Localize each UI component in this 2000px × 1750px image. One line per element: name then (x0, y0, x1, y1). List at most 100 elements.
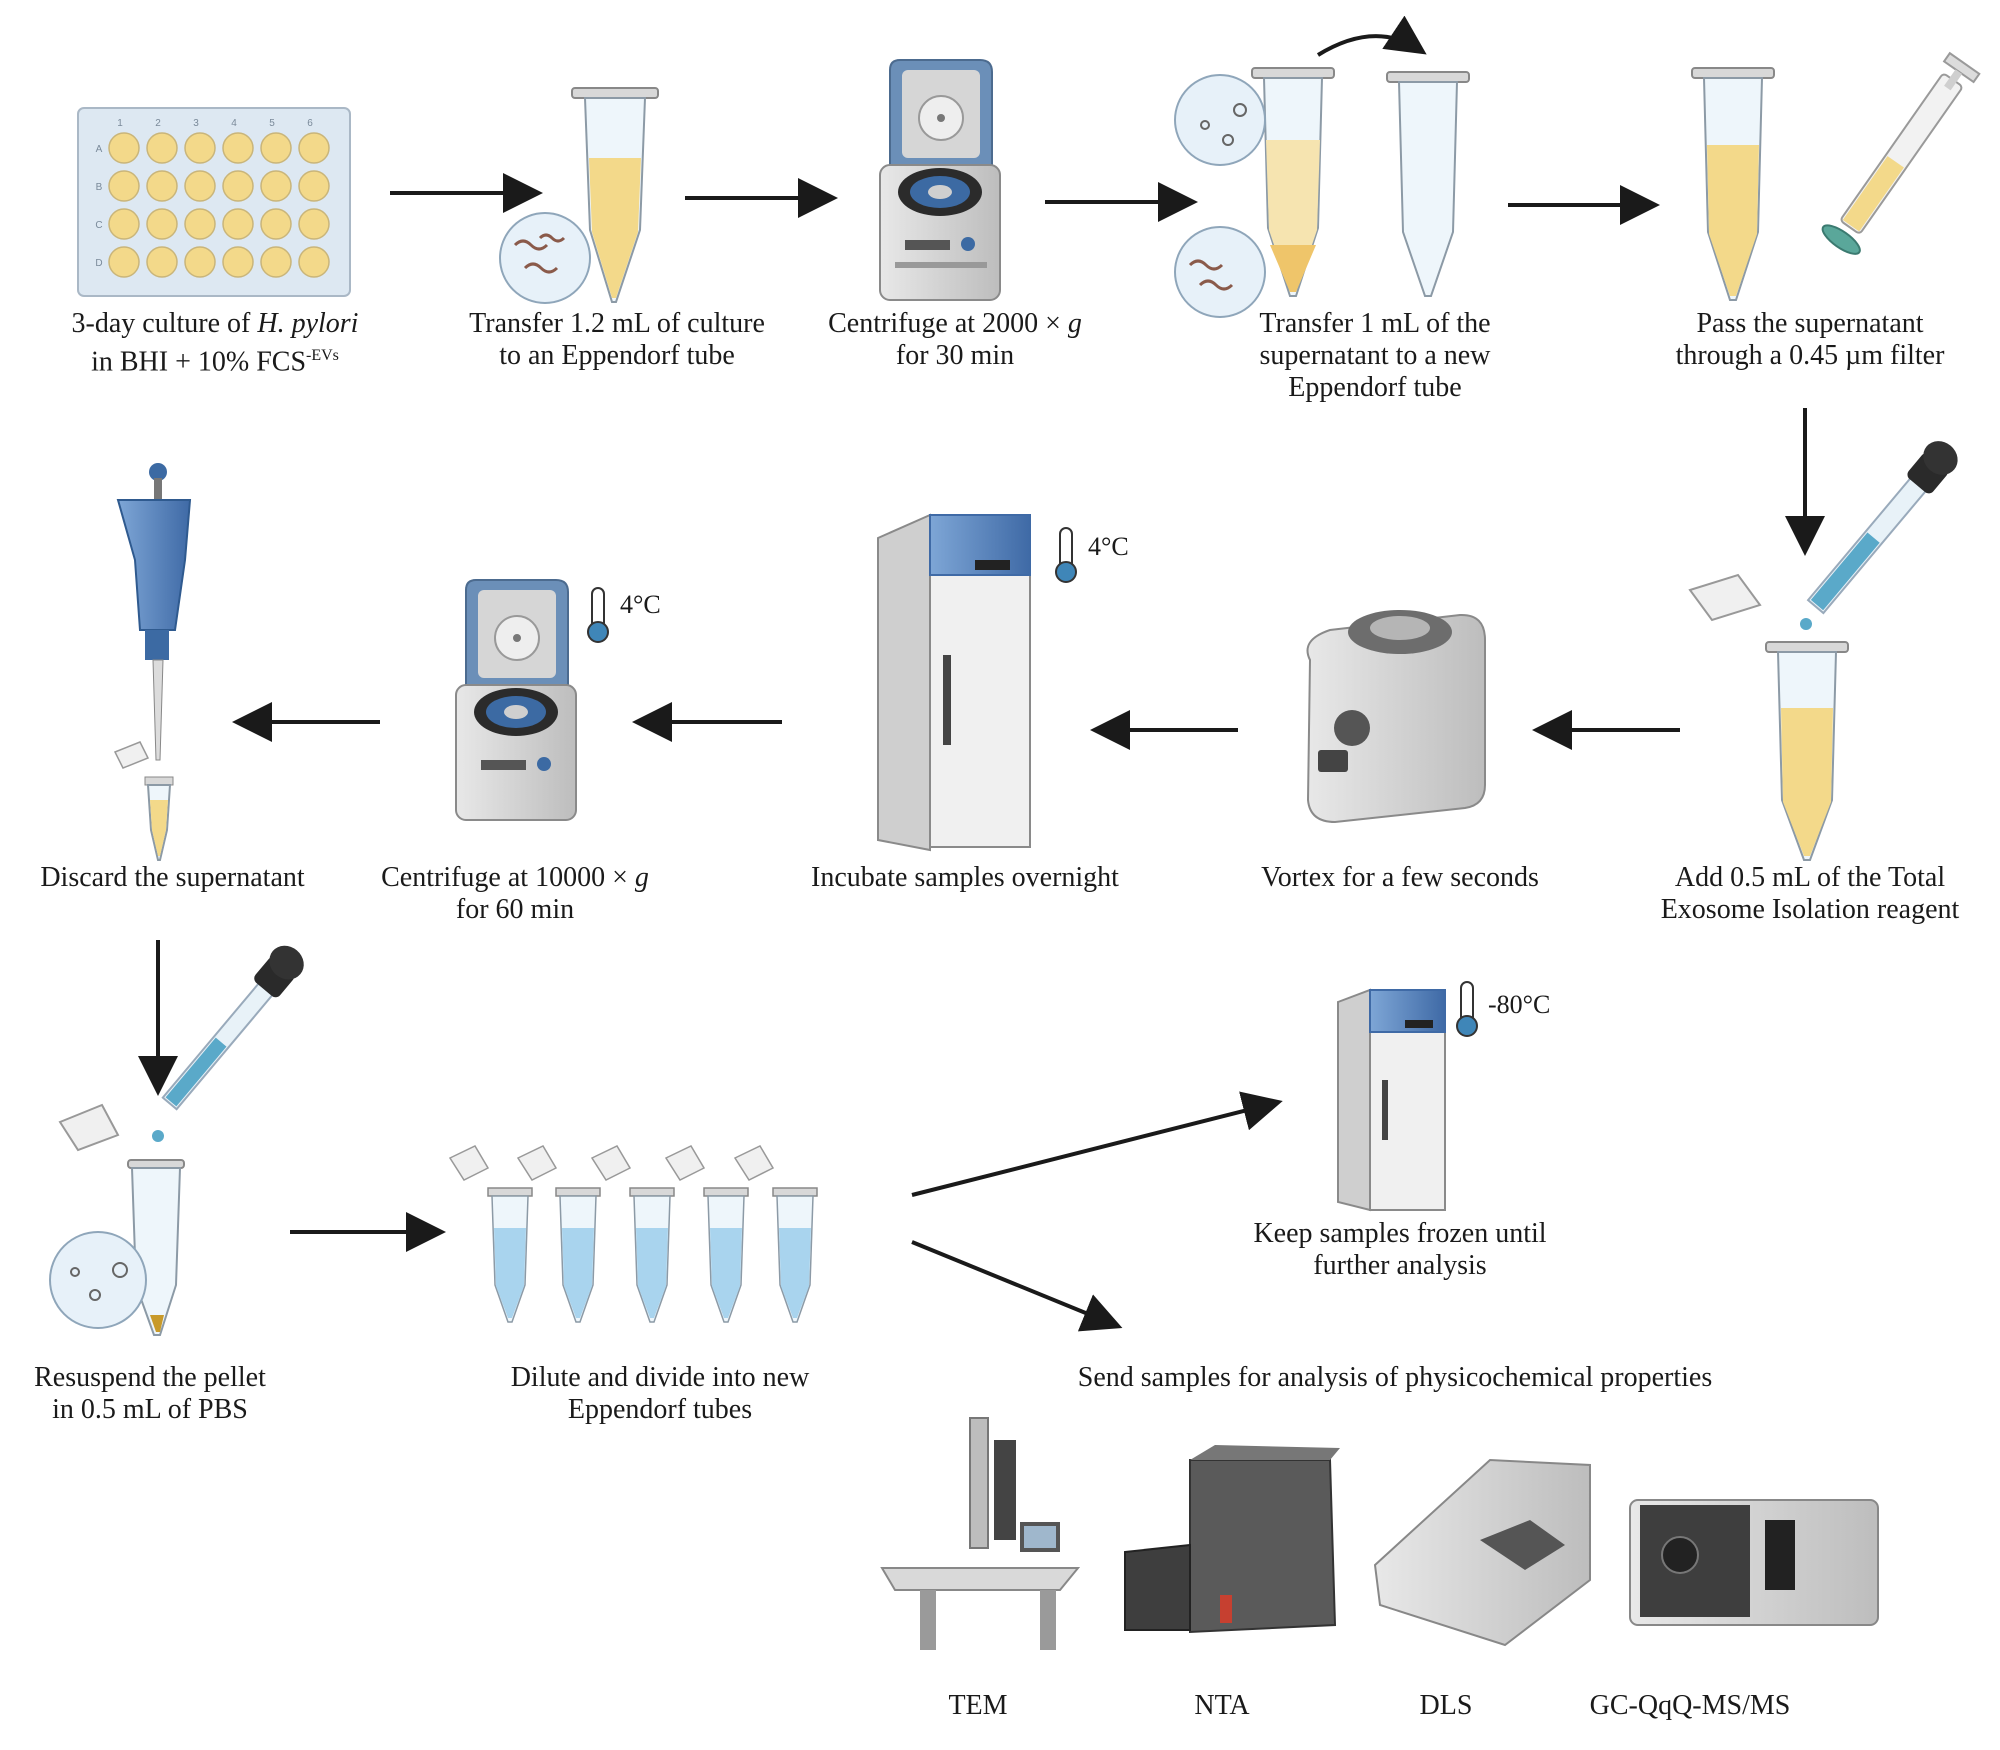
pipette-icon (113, 463, 192, 861)
well (222, 132, 254, 164)
well (260, 208, 292, 240)
caption-filter: Pass the supernatant through a 0.45 µm f… (1640, 308, 1980, 372)
instrument-label-gcms: GC-QqQ-MS/MS (1589, 1690, 1791, 1721)
arrow (911, 1091, 1283, 1197)
eppendorf-tube-icon (664, 1145, 749, 1323)
plate-col-label: 3 (193, 118, 199, 129)
caption-centrifuge-2: Centrifuge at 10000 × g for 60 min (360, 862, 670, 926)
eppendorf-tube-icon (448, 1145, 533, 1323)
well (260, 132, 292, 164)
caption-text: Eppendorf tube (1288, 372, 1462, 403)
caption-vortex: Vortex for a few seconds (1250, 862, 1550, 894)
plate-col-label: 6 (307, 118, 313, 129)
instrument-label-dls: DLS (1419, 1690, 1473, 1721)
caption-dilute: Dilute and divide into new Eppendorf tub… (495, 1362, 825, 1426)
caption-text: Transfer 1.2 mL of culture (469, 308, 765, 339)
caption-sup: -EVs (306, 347, 339, 364)
eppendorf-tube-icon (590, 1145, 675, 1323)
pbs-tube-icon (49, 945, 304, 1336)
fridge-icon (877, 513, 1031, 852)
caption-incubate: Incubate samples overnight (800, 862, 1130, 894)
caption-transfer: Transfer 1.2 mL of culture to an Eppendo… (462, 308, 772, 372)
plate-row-label: A (96, 144, 103, 155)
gc-ms-icon (1629, 1499, 1879, 1626)
centrifuge-icon-2 (455, 579, 577, 821)
transfer-tubes-icon (1174, 15, 1470, 318)
eppendorf-tube-icon (516, 1145, 601, 1323)
caption-text: Centrifuge at 10000 × (381, 862, 635, 893)
well (222, 246, 254, 278)
well (108, 208, 140, 240)
caption-text: for 30 min (895, 340, 1015, 371)
caption-italic: g (1067, 308, 1082, 339)
well (108, 170, 140, 202)
plate-row-label: D (95, 258, 102, 269)
culture-tube-icon (499, 87, 659, 304)
caption-text: Centrifuge at 2000 × (828, 308, 1068, 339)
thermometer-icon-3 (1456, 981, 1478, 1037)
caption-frozen: Keep samples frozen until further analys… (1235, 1218, 1565, 1282)
centrifuge-icon (879, 59, 1001, 301)
caption-text: Discard the supernatant (40, 862, 305, 893)
thermometer-icon-2 (587, 587, 609, 643)
well (260, 170, 292, 202)
reagent-tube-icon (1688, 441, 1958, 861)
caption-discard: Discard the supernatant (20, 862, 325, 894)
caption-text: Send samples for analysis of physicochem… (1077, 1362, 1713, 1393)
caption-text: Keep samples frozen until (1253, 1218, 1547, 1249)
nta-icon (1124, 1445, 1340, 1634)
caption-italic: H. pylori (257, 308, 359, 339)
caption-text: 3-day culture of (71, 308, 258, 339)
caption-text: further analysis (1313, 1250, 1487, 1281)
plate-col-label: 2 (155, 118, 161, 129)
well (146, 246, 178, 278)
caption-text: Add 0.5 mL of the Total (1674, 862, 1946, 893)
tem-icon (880, 1417, 1081, 1650)
caption-text: Vortex for a few seconds (1261, 862, 1539, 893)
instrument-label-nta: NTA (1194, 1690, 1250, 1721)
caption-text: in BHI + 10% FCS (91, 346, 307, 378)
well (222, 170, 254, 202)
arrow (911, 1240, 1123, 1332)
caption-text: Incubate samples overnight (811, 862, 1119, 893)
plate-row-label: C (95, 220, 102, 231)
dls-icon (1373, 1458, 1591, 1647)
caption-italic: g (634, 862, 649, 893)
well (108, 132, 140, 164)
plate-col-label: 5 (269, 118, 275, 129)
temperature-centrifuge: 4°C (620, 590, 661, 619)
temperature-incubate: 4°C (1088, 532, 1129, 561)
well (146, 132, 178, 164)
well (184, 170, 216, 202)
caption-text: Eppendorf tubes (567, 1394, 753, 1425)
vortex-icon (1306, 610, 1486, 824)
well (298, 246, 330, 278)
temperature-freezer: -80°C (1488, 990, 1551, 1019)
caption-supernatant: Transfer 1 mL of the supernatant to a ne… (1210, 308, 1540, 404)
caption-centrifuge-1: Centrifuge at 2000 × g for 30 min (800, 308, 1110, 372)
well (298, 132, 330, 164)
well (146, 170, 178, 202)
caption-culture: 3-day culture of H. pylori in BHI + 10% … (60, 308, 370, 378)
well (184, 246, 216, 278)
caption-text: Pass the supernatant (1696, 308, 1924, 339)
well (184, 208, 216, 240)
caption-text: supernatant to a new (1259, 340, 1491, 371)
caption-text: Exosome Isolation reagent (1660, 894, 1960, 925)
caption-text: Dilute and divide into new (510, 1362, 810, 1393)
thermometer-icon (1055, 527, 1077, 583)
eppendorf-tube-icon (733, 1145, 818, 1323)
caption-text: in 0.5 mL of PBS (52, 1394, 248, 1425)
caption-text: through a 0.45 µm filter (1675, 340, 1945, 371)
well (146, 208, 178, 240)
well (184, 132, 216, 164)
well (298, 170, 330, 202)
caption-text: for 60 min (455, 894, 575, 925)
well (108, 246, 140, 278)
instrument-label-tem: TEM (948, 1690, 1008, 1721)
divided-tubes-icon (448, 1145, 818, 1323)
plate-row-label: B (96, 182, 103, 193)
caption-text: Transfer 1 mL of the (1259, 308, 1491, 339)
